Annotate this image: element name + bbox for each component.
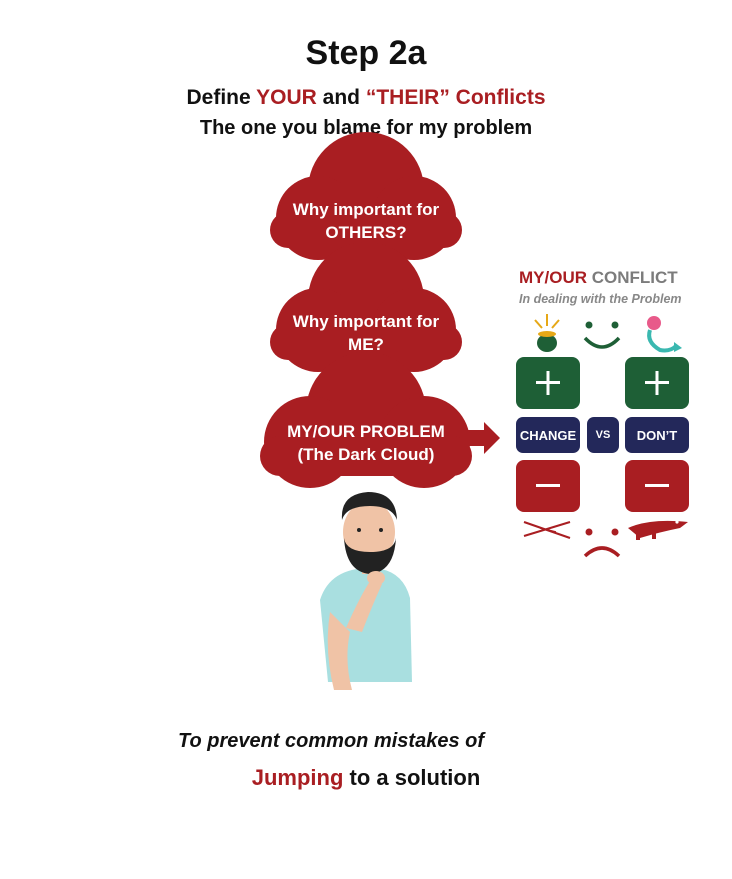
subtitle-conflicts: Conflicts — [449, 86, 546, 109]
thinking-man-figure — [320, 492, 412, 690]
footer-line-2: Jumping to a solution — [0, 765, 732, 791]
change-label: CHANGE — [516, 417, 580, 453]
mermaid-icon — [647, 316, 682, 353]
conflict-subtitle: In dealing with the Problem — [519, 292, 682, 306]
crocodile-icon — [628, 520, 688, 540]
subtitle-part: and — [316, 86, 366, 109]
plus-box-left — [516, 357, 580, 409]
cloud-line: (The Dark Cloud) — [297, 445, 435, 464]
page-subtitle: Define YOUR and “THEIR” Conflicts — [0, 86, 732, 110]
cloud-line: MY/OUR PROBLEM — [287, 422, 445, 441]
footer-line-1: To prevent common mistakes of — [178, 730, 484, 752]
happy-face-icon — [583, 321, 621, 349]
conflict-title: MY/OUR CONFLICT — [519, 268, 678, 288]
cloud-me-text: Why important for ME? — [266, 310, 466, 356]
cloud-me-shape — [270, 242, 462, 372]
right-arrow-icon — [462, 422, 500, 454]
dont-label: DON’T — [625, 417, 689, 453]
plus-box-right — [625, 357, 689, 409]
footer-jumping: Jumping — [251, 765, 344, 790]
subtitle-part: Define — [186, 86, 257, 109]
sad-face-icon — [583, 528, 621, 558]
minus-box-right — [625, 460, 689, 512]
conflict-title-red: MY/OUR — [519, 268, 587, 287]
cloud-problem-shape — [260, 352, 472, 488]
cloud-line: Why important for — [292, 312, 440, 331]
page-title: Step 2a — [305, 34, 427, 72]
minus-box-left — [516, 460, 580, 512]
cloud-line: OTHERS? — [325, 223, 407, 242]
broken-crutches-icon — [523, 521, 571, 539]
subtitle-your: YOUR — [256, 86, 317, 109]
pot-of-gold-icon — [534, 314, 560, 352]
vs-label: VS — [587, 417, 619, 453]
conflict-title-grey: CONFLICT — [587, 268, 678, 287]
subtitle-their: “THEIR” — [365, 86, 450, 109]
cloud-line: Why important for — [292, 200, 440, 219]
cloud-others-text: Why important for OTHERS? — [266, 198, 466, 244]
cloud-line: ME? — [348, 335, 384, 354]
page-subtitle-2: The one you blame for my problem — [199, 117, 533, 139]
footer-rest: to a solution — [343, 765, 481, 790]
cloud-others-shape — [270, 132, 462, 260]
cloud-problem-text: MY/OUR PROBLEM (The Dark Cloud) — [256, 420, 476, 466]
